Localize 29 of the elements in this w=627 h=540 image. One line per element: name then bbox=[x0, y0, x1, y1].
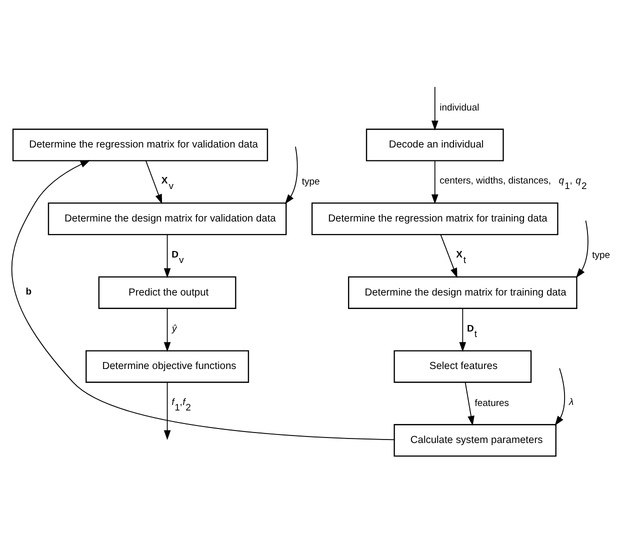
node-box: Select features bbox=[394, 350, 532, 383]
edge-label: b bbox=[26, 286, 32, 298]
node-box: Determine the design matrix for training data bbox=[348, 276, 578, 309]
node-box: Determine the regression matrix for validation data bbox=[12, 128, 268, 162]
arrow bbox=[164, 234, 171, 278]
arrow bbox=[431, 86, 438, 130]
node-box: Determine objective functions bbox=[86, 350, 250, 383]
edge-label: type bbox=[302, 176, 320, 188]
arrow bbox=[145, 160, 162, 204]
arrow bbox=[284, 146, 298, 204]
arrow bbox=[164, 382, 171, 440]
edge-label: features bbox=[474, 398, 510, 409]
arrow bbox=[554, 368, 566, 426]
edge-label: ŷ bbox=[172, 323, 177, 334]
edge-label: type bbox=[592, 250, 610, 262]
arrow bbox=[12, 160, 395, 440]
node-box: Calculate system parameters bbox=[394, 424, 556, 457]
edge-label: individual bbox=[440, 102, 480, 114]
arrow bbox=[440, 234, 458, 278]
edge-label: λ bbox=[569, 397, 574, 408]
node-box: Decode an individual bbox=[366, 128, 504, 162]
node-box: Determine the regression matrix for training data bbox=[311, 202, 558, 236]
arrow bbox=[576, 220, 588, 278]
arrow bbox=[464, 382, 474, 426]
node-box: Determine the design matrix for validation data bbox=[48, 202, 287, 236]
node-box: Predict the output bbox=[98, 276, 236, 309]
arrow bbox=[431, 160, 438, 204]
arrow bbox=[459, 308, 466, 352]
arrow bbox=[164, 308, 171, 352]
